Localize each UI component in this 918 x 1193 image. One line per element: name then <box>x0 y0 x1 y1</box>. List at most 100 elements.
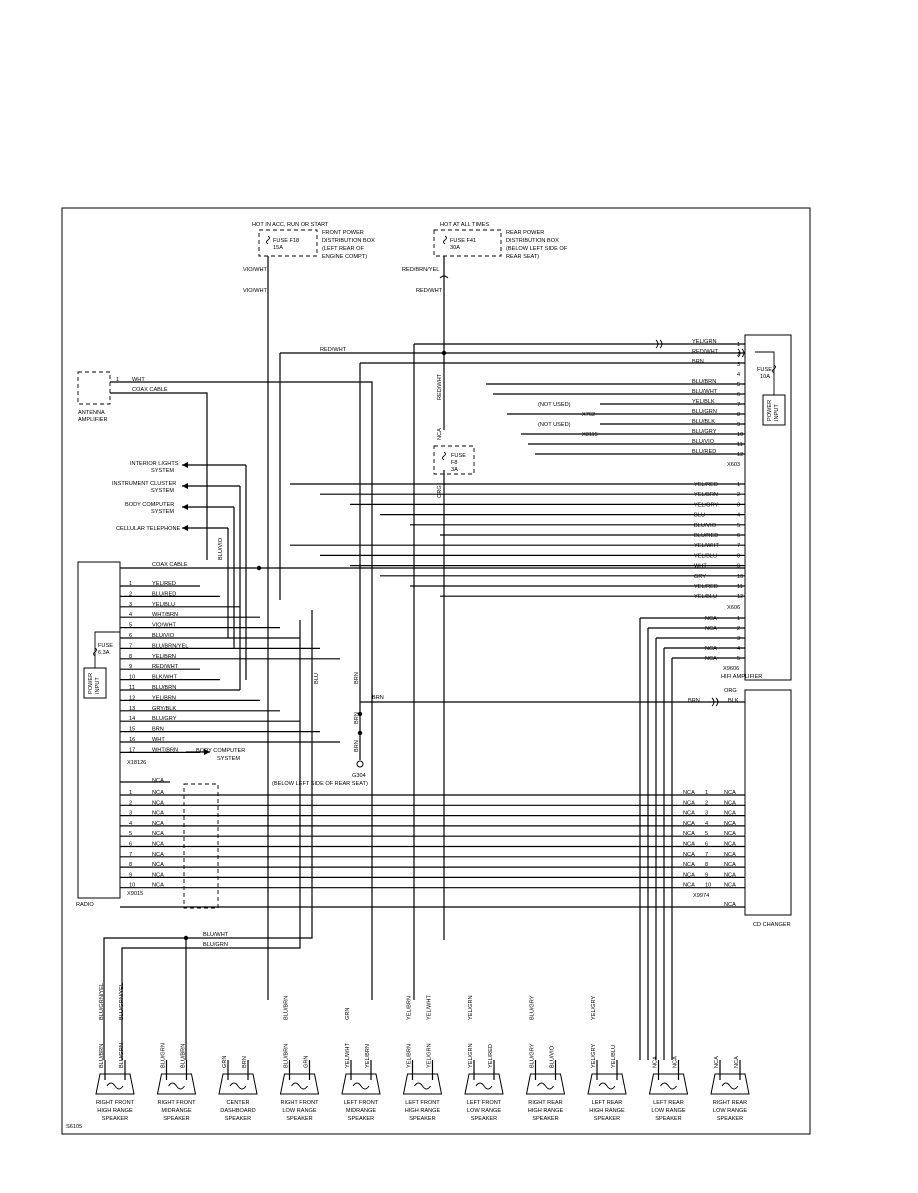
x603-wire-3: BRN <box>692 359 704 365</box>
speaker-name-3: SPEAKER <box>717 1116 743 1122</box>
fuse-f18-loc1: FRONT POWER <box>322 230 364 236</box>
fuse-f18-icon <box>266 235 270 245</box>
wire-label-red-wht-mid: RED/WHT <box>320 347 347 353</box>
fuse-f41-name: FUSE F41 <box>450 238 476 244</box>
speaker-name-1: LEFT REAR <box>653 1100 684 1106</box>
x606-pin-2: 2 <box>737 492 740 498</box>
radio-wire-16: WHT <box>152 737 165 743</box>
speaker-name-2: HIGH RANGE <box>528 1108 564 1114</box>
x603-wire-11: BLU/VIO <box>692 439 715 445</box>
speaker-leads <box>411 1060 434 1080</box>
wire-label-brn-v3: BRN <box>354 740 360 752</box>
wire-label-org-vert: ORG <box>437 485 443 498</box>
speaker-wire-1: BLU/GRY <box>530 1043 536 1068</box>
fuse-f8-name: FUSE <box>451 453 466 459</box>
cd-wire-blk: BLK <box>728 698 739 704</box>
x603-pin-11: 11 <box>737 442 743 448</box>
fuse-f18-group: HOT IN ACC, RUN OR START FUSE F18 15A FR… <box>243 222 375 294</box>
radio-pin-16: 16 <box>129 737 135 743</box>
x603-pin-6: 6 <box>737 392 740 398</box>
speaker-wire-1: BLU/BRN <box>99 1044 105 1068</box>
fuse-f8-group: FUSE F8 3A RED/WHT NCA ORG <box>433 373 475 498</box>
radio-wire-7: BLU/BRN/YEL <box>152 643 188 649</box>
x9606-pin-1: 1 <box>737 616 740 622</box>
speaker-icon <box>710 1073 750 1095</box>
radio-pin-7: 7 <box>129 643 132 649</box>
arrow-body-computer-icon <box>182 504 188 510</box>
antenna-amplifier-box <box>77 371 111 405</box>
x9606-wire-line-5 <box>671 657 745 1060</box>
x606-pin-8: 8 <box>737 553 740 559</box>
speaker-wire-2: NCA <box>673 1056 679 1068</box>
cd-mid-wire-8: NCA <box>683 862 695 868</box>
x603-pin-12: 12 <box>737 452 743 458</box>
radio-fuse-name: FUSE <box>98 643 113 649</box>
speaker-name-1: LEFT FRONT <box>344 1100 379 1106</box>
x606-connector: 1YEL/RED2YEL/BRN3YEL/GRY4BLU5BLU/VIO6BLU… <box>290 482 745 600</box>
radio-wire-10: BLK/WHT <box>152 675 177 681</box>
x9606-wire-4: NCA <box>705 646 717 652</box>
cd-mid-wire-2: NCA <box>683 800 695 806</box>
speaker-icon <box>402 1073 443 1095</box>
speaker-leads <box>104 1060 126 1080</box>
cd-mid-wire-6: NCA <box>683 842 695 848</box>
speaker-name-3: SPEAKER <box>163 1116 189 1122</box>
speaker-icon <box>464 1073 504 1095</box>
speaker-name-3: SPEAKER <box>286 1116 312 1122</box>
x603-wire-9: BLU/BLK <box>692 419 715 425</box>
cluster-label-2: SYSTEM <box>151 488 174 494</box>
speaker-icon <box>648 1073 689 1095</box>
connector-red-wht <box>737 348 745 358</box>
speaker-name-2: MIDRANGE <box>346 1108 376 1114</box>
not-used-1: (NOT USED) <box>538 402 571 408</box>
cd-right-pin-4: 4 <box>705 821 708 827</box>
x606-wire-12: YEL/BLU <box>694 594 717 600</box>
x606-wire-9: WHT <box>694 564 707 570</box>
speaker-vwire-1: YEL/GRN <box>468 995 474 1020</box>
x606-pin-9: 9 <box>737 564 740 570</box>
x9606-wire-line-1 <box>639 617 745 1060</box>
amp-power-input-2: INPUT <box>774 404 780 421</box>
radio-label: RADIO <box>76 902 94 908</box>
x9606-wire-5: NCA <box>705 656 717 662</box>
interior-lights-label-1: INTERIOR LIGHTS <box>130 461 179 467</box>
radio-wire-14: BLU/GRY <box>152 716 177 722</box>
cd-left-wire-1: NCA <box>152 790 164 796</box>
connector-x8115: X8115 <box>582 432 598 438</box>
x606-pin-5: 5 <box>737 523 740 529</box>
wire-bus-blu-grn <box>121 620 301 1060</box>
speaker-wire-2: BLU/VIO <box>550 1045 556 1068</box>
x606-pin-3: 3 <box>737 502 740 508</box>
x603-wire-2: RED/WHT <box>692 349 719 355</box>
fuse-f8-box <box>433 445 475 475</box>
radio-pin-6: 6 <box>129 633 132 639</box>
fuse-f18-loc4: ENGINE COMPT) <box>322 254 367 260</box>
x606-wire-2: YEL/BRN <box>694 492 718 498</box>
fuse-f8-icon <box>442 451 446 461</box>
speaker-coil-icon <box>721 1082 739 1090</box>
cd-left-wire-10: NCA <box>152 883 164 889</box>
wire-label-blu-vio-vert: BLU/VIO <box>218 537 224 560</box>
cd-right-pin-5: 5 <box>705 831 708 837</box>
cd-mid-wire-1: NCA <box>683 790 695 796</box>
x606-pin-12: 12 <box>737 594 743 600</box>
x603-pin-1: 1 <box>737 342 740 348</box>
interior-lights-label-2: SYSTEM <box>151 468 174 474</box>
wire-label-vio-wht-b: VIO/WHT <box>243 288 268 294</box>
speaker-coil-icon <box>598 1082 616 1090</box>
amp-fuse-wire <box>755 351 776 395</box>
radio-wire-5: VIO/WHT <box>152 623 177 629</box>
x9606-wire-line-4 <box>663 647 745 1060</box>
radio-wire-11: BLU/BRN <box>152 685 176 691</box>
cd-right-wire-3: NCA <box>724 811 736 817</box>
radio-pin-12: 12 <box>129 695 135 701</box>
speaker-wire-2: BLU/GRN <box>119 1043 125 1068</box>
radio-pin-11: 11 <box>129 685 135 691</box>
x603-pin-4: 4 <box>737 372 740 378</box>
